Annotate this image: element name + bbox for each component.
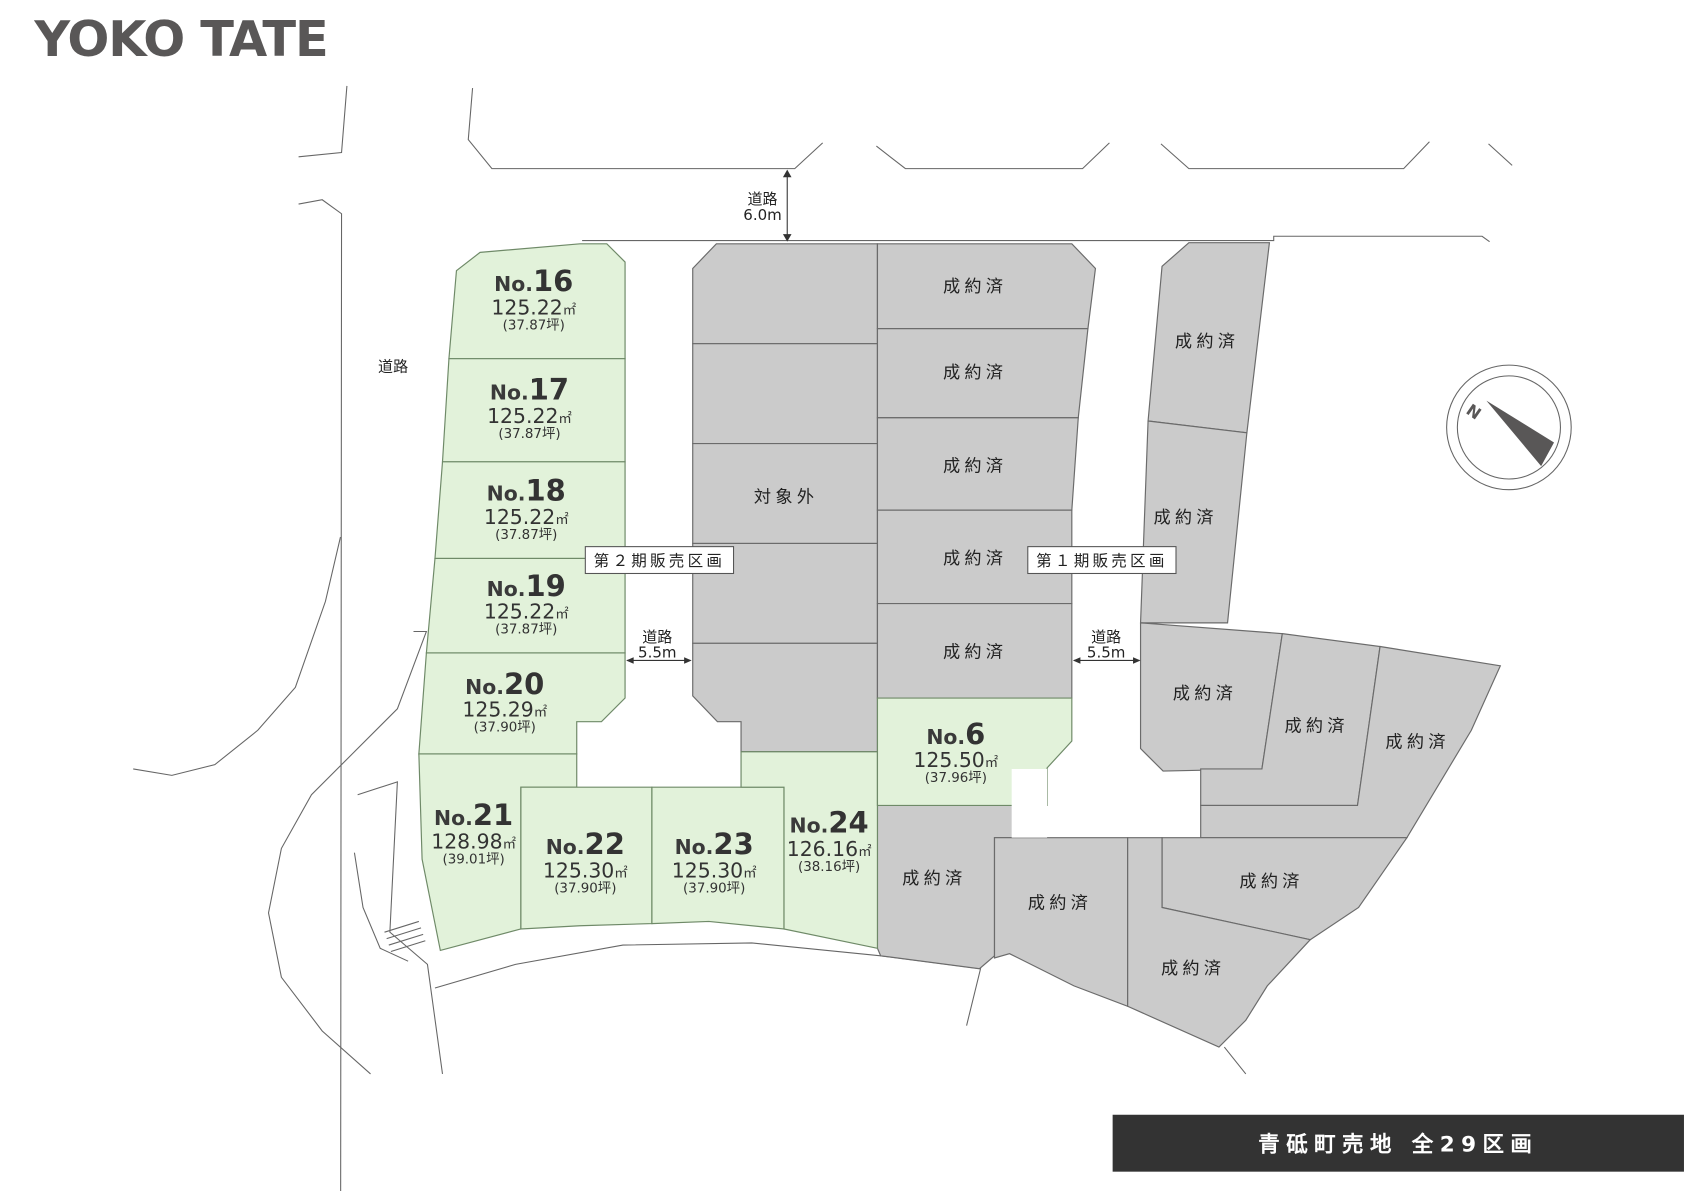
svg-text:道路: 道路 (748, 190, 778, 208)
svg-text:第１期販売区画: 第１期販売区画 (1036, 552, 1167, 570)
svg-text:道路: 道路 (642, 628, 672, 646)
north-compass-icon: N (1446, 364, 1572, 491)
svg-text:青砥町売地 全29区画: 青砥町売地 全29区画 (1258, 1131, 1538, 1157)
svg-text:N: N (1463, 400, 1485, 423)
lot-no-6[interactable]: No.6 125.50㎡ (37.96坪) (913, 717, 998, 786)
svg-text:成約済: 成約済 (943, 642, 1007, 662)
svg-text:成約済: 成約済 (943, 277, 1007, 297)
svg-text:6.0m: 6.0m (743, 206, 782, 224)
svg-text:No.17: No.17 (490, 373, 569, 407)
lot-no-19[interactable]: No.19 125.22㎡ (37.87坪) (484, 569, 569, 638)
svg-text:No.18: No.18 (487, 473, 566, 507)
svg-text:成約済: 成約済 (902, 869, 966, 889)
svg-text:No.16: No.16 (494, 264, 573, 298)
lot-no-21[interactable]: No.21 128.98㎡ (39.01坪) (431, 798, 516, 868)
title-banner: 青砥町売地 全29区画 (1112, 1114, 1684, 1172)
svg-text:125.22㎡: 125.22㎡ (484, 600, 569, 624)
svg-text:125.30㎡: 125.30㎡ (672, 858, 757, 882)
svg-text:No.20: No.20 (465, 667, 544, 701)
svg-text:(37.96坪): (37.96坪) (925, 770, 987, 786)
svg-text:No.21: No.21 (434, 798, 513, 832)
svg-text:125.50㎡: 125.50㎡ (913, 748, 998, 772)
svg-text:成約済: 成約済 (943, 363, 1007, 383)
svg-text:(37.87坪): (37.87坪) (495, 622, 557, 638)
available-lots (418, 243, 1073, 952)
svg-text:No.22: No.22 (546, 827, 625, 861)
svg-text:No.19: No.19 (487, 569, 566, 603)
svg-text:成約済: 成約済 (1284, 716, 1348, 736)
svg-text:成約済: 成約済 (1153, 508, 1217, 528)
svg-text:No.6: No.6 (926, 717, 985, 751)
svg-text:第２期販売区画: 第２期販売区画 (594, 552, 726, 570)
svg-text:成約済: 成約済 (1028, 894, 1092, 914)
svg-text:(37.87坪): (37.87坪) (503, 318, 565, 334)
svg-text:(37.90坪): (37.90坪) (474, 719, 536, 735)
svg-text:125.22㎡: 125.22㎡ (487, 404, 572, 428)
svg-text:成約済: 成約済 (1239, 872, 1303, 892)
road-outlines (133, 85, 1513, 1191)
svg-text:成約済: 成約済 (1175, 332, 1239, 352)
svg-text:126.16㎡: 126.16㎡ (787, 837, 872, 861)
svg-text:125.30㎡: 125.30㎡ (543, 858, 628, 882)
road-phase2-dimension: 道路 5.5m (626, 628, 692, 664)
svg-text:5.5m: 5.5m (638, 643, 677, 661)
svg-text:(37.87坪): (37.87坪) (498, 426, 560, 442)
svg-text:成約済: 成約済 (1173, 684, 1237, 704)
lot-no-24[interactable]: No.24 126.16㎡ (38.16坪) (787, 805, 872, 875)
svg-text:(37.90坪): (37.90坪) (554, 880, 616, 896)
svg-text:128.98㎡: 128.98㎡ (431, 829, 516, 853)
svg-text:125.29㎡: 125.29㎡ (462, 697, 547, 721)
lot-no-20[interactable]: No.20 125.29㎡ (37.90坪) (462, 667, 547, 736)
svg-text:成約済: 成約済 (943, 549, 1007, 569)
svg-text:(37.90坪): (37.90坪) (683, 880, 745, 896)
svg-text:No.23: No.23 (675, 827, 754, 861)
lot-no-16[interactable]: No.16 125.22㎡ (37.87坪) (491, 264, 576, 334)
lot-no-23[interactable]: No.23 125.30㎡ (37.90坪) (672, 827, 757, 897)
road-phase1-dimension: 道路 5.5m (1072, 628, 1141, 664)
svg-text:(39.01坪): (39.01坪) (443, 851, 505, 867)
svg-text:No.24: No.24 (790, 805, 869, 839)
svg-text:(38.16坪): (38.16坪) (798, 859, 860, 875)
lot-no-22[interactable]: No.22 125.30㎡ (37.90坪) (543, 827, 628, 897)
brand-logo: YOKO TATE (33, 10, 327, 68)
road-west-label: 道路 (378, 358, 408, 376)
svg-text:(37.87坪): (37.87坪) (495, 527, 557, 543)
phase2-label: 第２期販売区画 (584, 546, 735, 575)
phase1-label: 第１期販売区画 (1027, 546, 1177, 575)
road-north-dimension: 道路 6.0m (743, 169, 792, 242)
sold-labels: 成約済 成約済 成約済 成約済 成約済 成約済 成約済 成約済 成約済 成約済 … (754, 277, 1449, 979)
svg-text:5.5m: 5.5m (1087, 643, 1126, 661)
svg-text:成約済: 成約済 (1161, 959, 1225, 979)
lot-no-17[interactable]: No.17 125.22㎡ (37.87坪) (487, 373, 572, 443)
svg-text:成約済: 成約済 (1385, 732, 1449, 752)
svg-text:125.22㎡: 125.22㎡ (491, 296, 576, 320)
excluded-label: 対象外 (754, 488, 818, 508)
svg-text:成約済: 成約済 (943, 456, 1007, 476)
lot-no-18[interactable]: No.18 125.22㎡ (37.87坪) (484, 473, 569, 543)
svg-text:125.22㎡: 125.22㎡ (484, 505, 569, 529)
svg-text:道路: 道路 (1091, 628, 1121, 646)
sold-lots (692, 242, 1502, 1048)
